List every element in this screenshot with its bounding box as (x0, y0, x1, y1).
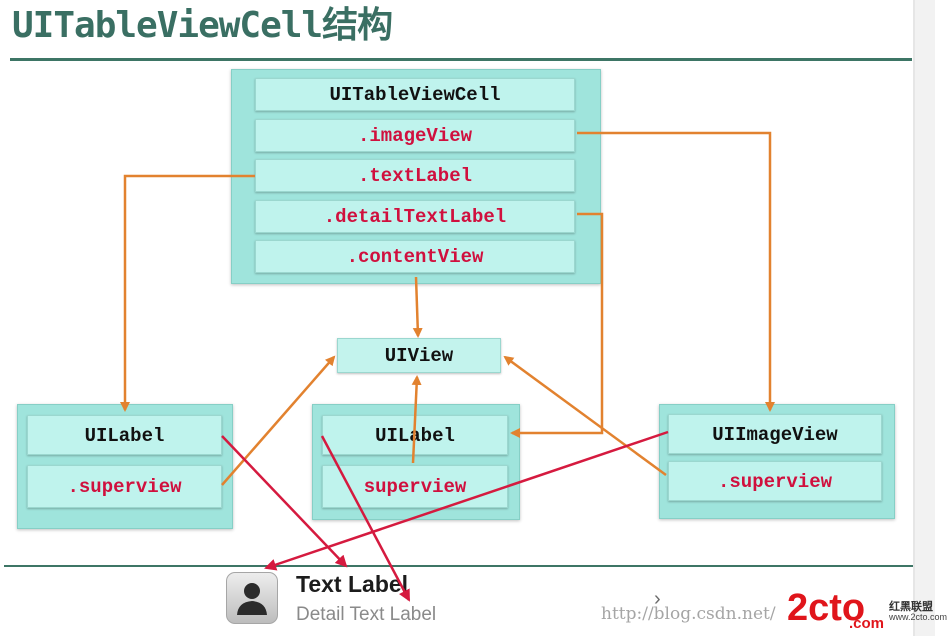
detailtextlabel-property-row: .detailTextLabel (255, 200, 575, 233)
arrow-textlabel-to-left-uilabel (120, 174, 255, 412)
imageview-property-row: .imageView (255, 119, 575, 152)
arrow-middle-superview-to-uiview (411, 375, 422, 464)
textlabel-property-row: .textLabel (255, 159, 575, 192)
logo-domain: .com (849, 615, 884, 632)
arrow-imageview-superview-to-uiview (503, 355, 667, 477)
sample-text-label: Text Label (296, 571, 409, 597)
uilabel-middle-superview-row: superview (322, 465, 508, 508)
arrow-contentview-to-uiview (412, 276, 423, 338)
slide-right-border (913, 0, 915, 636)
uilabel-left-superview-row: .superview (27, 465, 222, 508)
avatar (226, 572, 278, 624)
uiimageview-superview-row: .superview (668, 461, 882, 501)
uilabel-middle-class-row: UILabel (322, 415, 508, 455)
uilabel-left-class-row: UILabel (27, 415, 222, 455)
tableviewcell-class-row: UITableViewCell (255, 78, 575, 111)
watermark-site-url: www.2cto.com (889, 612, 947, 622)
arrow-middle-uilabel-to-detail-label (320, 435, 411, 602)
sample-detail-text-label: Detail Text Label (296, 604, 437, 625)
arrow-imageview-to-uiimageview (577, 131, 775, 412)
contentview-property-row: .contentView (255, 240, 575, 273)
uiimageview-class-row: UIImageView (668, 414, 882, 454)
logo-text: 2cto (787, 587, 865, 629)
arrow-left-superview-to-uiview (221, 355, 336, 486)
watermark-site-name: 红黑联盟 (889, 601, 933, 613)
watermark-url: http://blog.csdn.net/ (601, 604, 776, 624)
person-silhouette-icon (237, 583, 267, 615)
uiview-box: UIView (337, 338, 501, 373)
arrow-detailtextlabel-to-middle-uilabel (510, 212, 604, 438)
slide-title: UITableViewCell结构 (12, 5, 393, 46)
slide-right-margin (915, 0, 935, 636)
arrow-left-uilabel-to-text-label (221, 435, 348, 568)
arrow-uiimageview-to-avatar (264, 430, 669, 571)
watermark-logo: 2cto .com (787, 587, 884, 632)
chevron-right-icon[interactable]: › (654, 588, 661, 610)
sample-cell-top-rule (4, 565, 913, 567)
title-divider (10, 58, 912, 61)
